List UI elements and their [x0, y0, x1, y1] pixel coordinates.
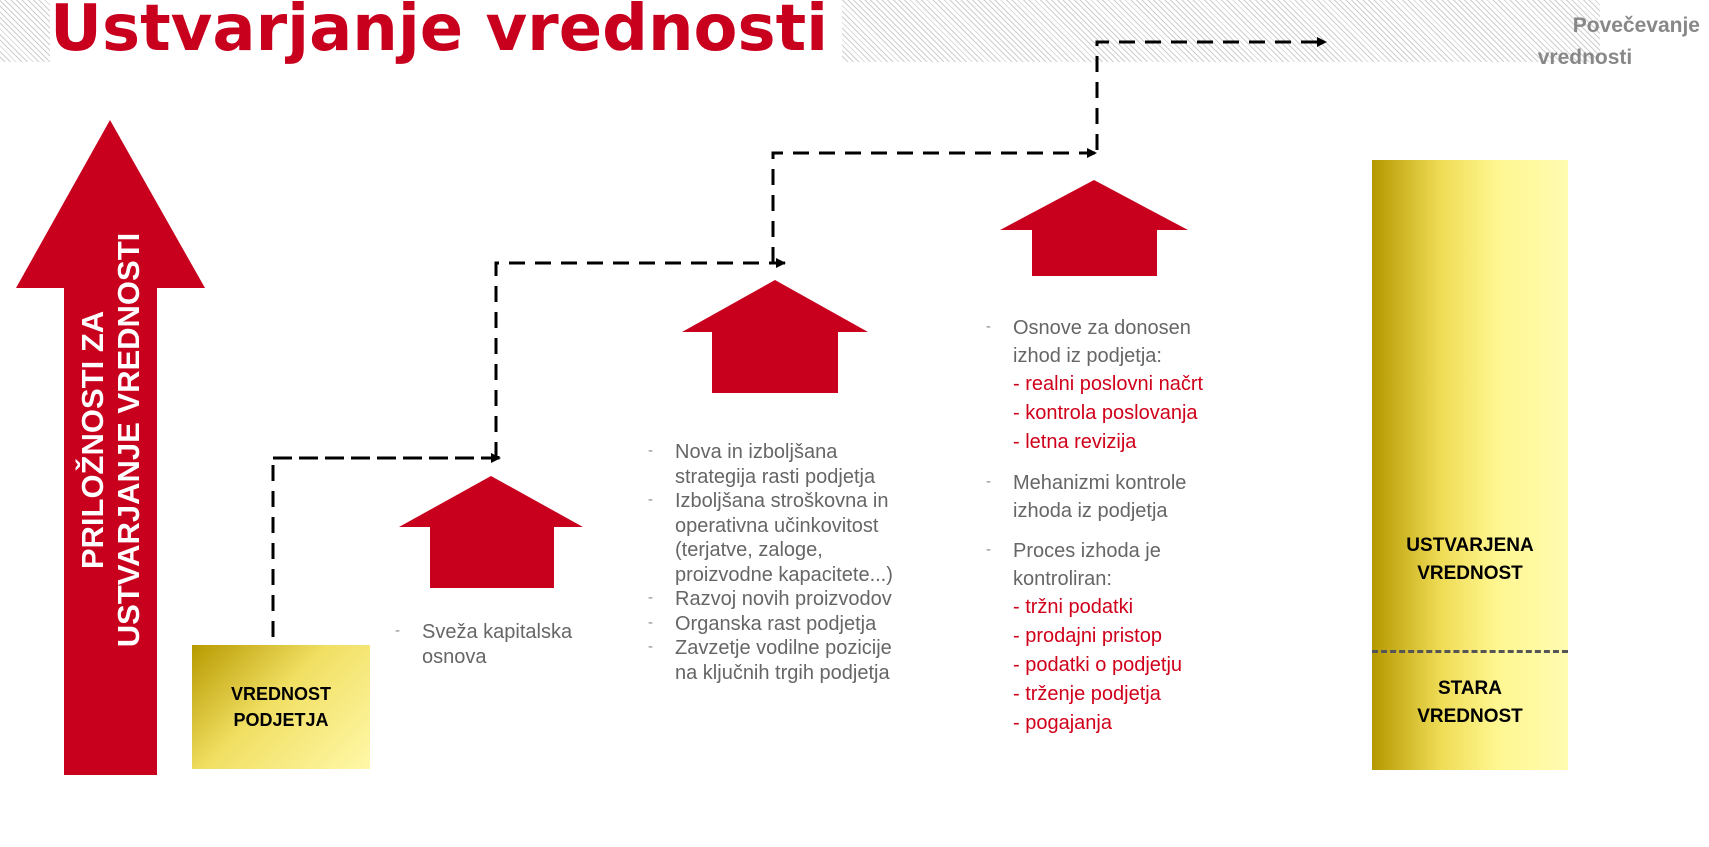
list-item-line: proizvodne kapacitete...)	[675, 563, 893, 586]
dashed-step-path	[271, 37, 1327, 637]
sub-item: - trženje podjetja	[1013, 683, 1161, 705]
list-item: - Razvoj novih proizvodov	[648, 587, 978, 612]
list-item: - Proces izhoda je kontroliran:	[986, 537, 1316, 593]
sub-item: - realni poslovni načrt	[1013, 373, 1204, 395]
list-item-line: Izboljšana stroškovna in	[675, 490, 889, 512]
bullet-dash: -	[648, 638, 653, 655]
list-item-line: strategija rasti podjetja	[675, 465, 876, 488]
bullet-dash: -	[986, 473, 991, 490]
list-item: - Zavzetje vodilne pozicije na ključnih …	[648, 636, 978, 685]
list-item-line: Nova in izboljšana	[675, 441, 838, 463]
list-item-line: Osnove za donosen	[1013, 317, 1191, 339]
value-bar: USTVARJENA VREDNOST STARA VREDNOST	[1372, 160, 1568, 770]
opportunities-line1: PRILOŽNOSTI ZA	[75, 310, 110, 570]
created-value-line1: USTVARJENA	[1406, 535, 1534, 556]
increasing-value-line2: vrednosti	[1537, 46, 1633, 69]
increasing-value-line1: Povečevanje	[1572, 14, 1700, 37]
list-item-line: operativna učinkovitost	[675, 514, 879, 537]
list-item: - Nova in izboljšana strategija rasti po…	[648, 440, 978, 489]
list-item-line: osnova	[422, 645, 487, 668]
list-item-line: Razvoj novih proizvodov	[675, 588, 892, 610]
list-item-line: Mehanizmi kontrole	[1013, 472, 1187, 494]
house-icon	[1000, 180, 1188, 276]
big-up-arrow	[16, 120, 205, 775]
step3-text: - Osnove za donosen izhod iz podjetja: -…	[986, 314, 1316, 738]
old-value-label: STARA VREDNOST	[1372, 675, 1568, 731]
list-item-line: (terjatve, zaloge,	[675, 539, 823, 561]
list-item-line: Sveža kapitalska	[422, 621, 573, 643]
old-value-line1: STARA	[1437, 678, 1503, 699]
created-value-line2: VREDNOST	[1417, 563, 1523, 584]
created-value-label: USTVARJENA VREDNOST	[1372, 532, 1568, 588]
list-item-line: na ključnih trgih podjetja	[675, 661, 890, 684]
sub-item: - podatki o podjetju	[1013, 654, 1183, 676]
house-icon	[399, 476, 583, 588]
company-value-box: VREDNOST PODJETJA	[192, 645, 370, 769]
bullet-dash: -	[648, 613, 653, 631]
opportunities-label: PRILOŽNOSTI ZA USTVARJANJE VREDNOSTI	[75, 160, 147, 720]
list-item-line: izhod iz podjetja:	[1013, 345, 1162, 367]
list-item-line: Proces izhoda je	[1013, 540, 1161, 562]
company-value-line1: VREDNOST	[230, 684, 331, 704]
bullet-dash: -	[986, 541, 991, 558]
list-item-line: Zavzetje vodilne pozicije	[675, 637, 892, 659]
list-item: - Mehanizmi kontrole izhoda iz podjetja	[986, 469, 1316, 525]
sub-item: - pogajanja	[1013, 712, 1112, 734]
step2-text: - Nova in izboljšana strategija rasti po…	[648, 440, 978, 685]
increasing-value-label: Povečevanje vrednosti	[1470, 10, 1700, 74]
sub-item: - prodajni pristop	[1013, 625, 1162, 647]
bullet-dash: -	[395, 622, 400, 639]
bullet-dash: -	[986, 318, 991, 335]
opportunities-line2: USTVARJANJE VREDNOSTI	[111, 232, 146, 648]
list-item-line: kontroliran:	[1013, 568, 1112, 590]
company-value-line2: PODJETJA	[233, 710, 329, 730]
list-item: - Osnove za donosen izhod iz podjetja:	[986, 314, 1316, 370]
house-icon	[682, 280, 868, 393]
value-divider	[1372, 650, 1568, 653]
old-value-line2: VREDNOST	[1417, 706, 1523, 727]
list-item: - Organska rast podjetja	[648, 612, 978, 637]
bullet-dash: -	[648, 589, 653, 606]
list-item-line: izhoda iz podjetja	[1013, 500, 1168, 522]
step1-text: - Sveža kapitalska osnova	[395, 620, 635, 669]
list-item: - Izboljšana stroškovna in operativna uč…	[648, 489, 978, 587]
sub-item: - tržni podatki	[1013, 596, 1134, 618]
sub-item: - kontrola poslovanja	[1013, 402, 1198, 424]
list-item-line: Organska rast podjetja	[675, 612, 877, 635]
bullet-dash: -	[648, 491, 653, 508]
bullet-dash: -	[648, 442, 653, 459]
list-item: - Sveža kapitalska osnova	[395, 620, 635, 669]
page-title: Ustvarjanje vrednosti	[50, 0, 843, 72]
sub-item: - letna revizija	[1013, 431, 1137, 453]
